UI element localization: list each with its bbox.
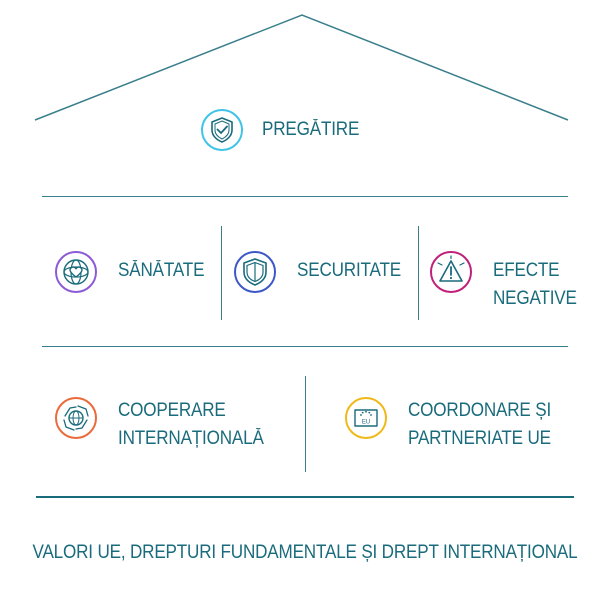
heart-globe-icon xyxy=(54,250,98,294)
label-internationala: INTERNAȚIONALĂ xyxy=(118,428,264,449)
divider-mid-1 xyxy=(221,226,222,320)
warning-icon xyxy=(429,250,473,294)
divider-lower xyxy=(305,376,306,472)
divider-middle xyxy=(42,346,568,347)
foundation-line xyxy=(36,496,574,498)
label-sanatate: SĂNĂTATE xyxy=(118,260,205,281)
foundation-label: VALORI UE, DREPTURI FUNDAMENTALE ȘI DREP… xyxy=(32,542,578,563)
label-cooperare: COOPERARE xyxy=(118,400,226,421)
eu-badge-text: EU xyxy=(362,420,370,426)
roof xyxy=(34,14,569,121)
shield-icon xyxy=(233,250,277,294)
divider-top xyxy=(42,196,568,197)
shield-check-icon xyxy=(200,108,244,152)
label-pregatire: PREGĂTIRE xyxy=(262,119,360,140)
label-coordonare: COORDONARE ȘI xyxy=(408,400,552,421)
divider-mid-2 xyxy=(418,226,419,320)
label-negative: NEGATIVE xyxy=(493,288,577,309)
label-parteneriate: PARTNERIATE UE xyxy=(408,428,551,449)
label-securitate: SECURITATE xyxy=(297,260,401,281)
hands-globe-icon xyxy=(54,396,98,440)
label-efecte: EFECTE xyxy=(493,260,560,281)
eu-flag-icon: EU xyxy=(344,396,388,440)
